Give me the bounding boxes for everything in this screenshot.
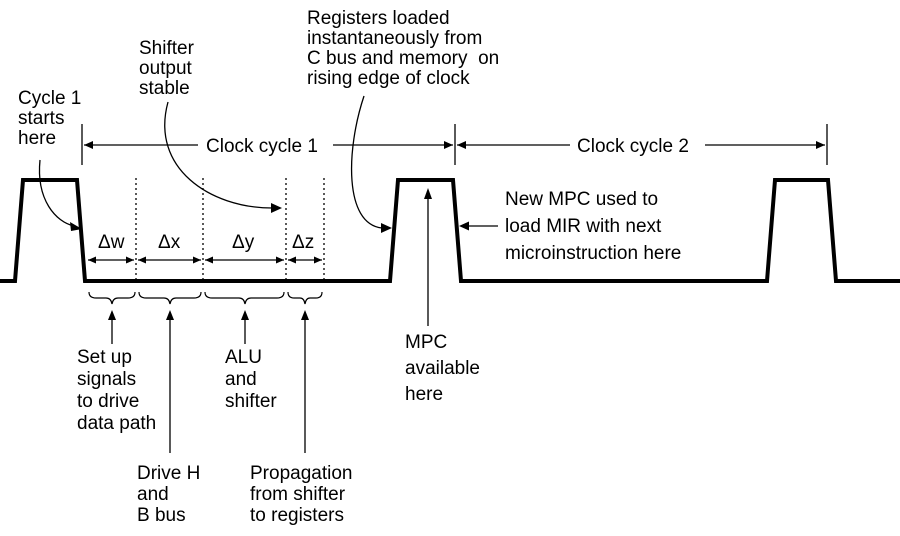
brace-y	[204, 291, 285, 305]
brace-z	[287, 291, 323, 305]
arrowhead-left	[84, 141, 93, 149]
registers-loaded-label: Registers loaded instantaneously from C …	[307, 8, 504, 89]
clock-cycle-1-label: Clock cycle 1	[206, 136, 318, 157]
delta-x-interval	[138, 256, 201, 264]
brace-w	[88, 291, 136, 305]
delta-z-interval	[288, 256, 322, 264]
delta-y-interval	[205, 256, 284, 264]
arrowhead-up	[241, 310, 249, 320]
arrowhead	[271, 203, 282, 213]
arrowhead-up	[166, 310, 174, 320]
delta-w-label: Δw	[98, 232, 125, 253]
arrow-cycle1-start	[38, 159, 75, 227]
delta-z-label: Δz	[292, 232, 314, 253]
new-mpc-label: New MPC used to load MIR with next micro…	[505, 189, 681, 264]
shifter-stable-label: Shifter output stable	[139, 38, 199, 99]
arrowhead-right	[444, 141, 453, 149]
arrow-registers-loaded	[350, 95, 383, 229]
drive-h-label: Drive H and B bus	[137, 463, 206, 526]
arrowhead-up	[424, 188, 432, 199]
delta-x-label: Δx	[158, 232, 181, 253]
clock-cycle-2-label: Clock cycle 2	[577, 136, 689, 157]
arrowhead-left	[457, 141, 466, 149]
delta-y-label: Δy	[232, 232, 255, 253]
arrowhead	[459, 221, 469, 231]
alu-shifter-label: ALU and shifter	[225, 347, 277, 412]
setup-signals-label: Set up signals to drive data path	[77, 347, 156, 434]
mpc-available-label: MPC available here	[405, 332, 485, 405]
brace-x	[138, 291, 202, 305]
delta-w-interval	[88, 256, 134, 264]
clock-waveform	[0, 178, 900, 283]
arrowhead-right	[816, 141, 825, 149]
arrowhead	[381, 223, 392, 233]
propagation-label: Propagation from shifter to registers	[250, 463, 358, 526]
arrowhead-up	[301, 310, 309, 320]
arrowhead	[70, 222, 82, 231]
arrowhead-up	[108, 310, 116, 320]
arrow-shifter-stable	[164, 101, 273, 209]
cycle1-start-label: Cycle 1 starts here	[18, 88, 87, 149]
